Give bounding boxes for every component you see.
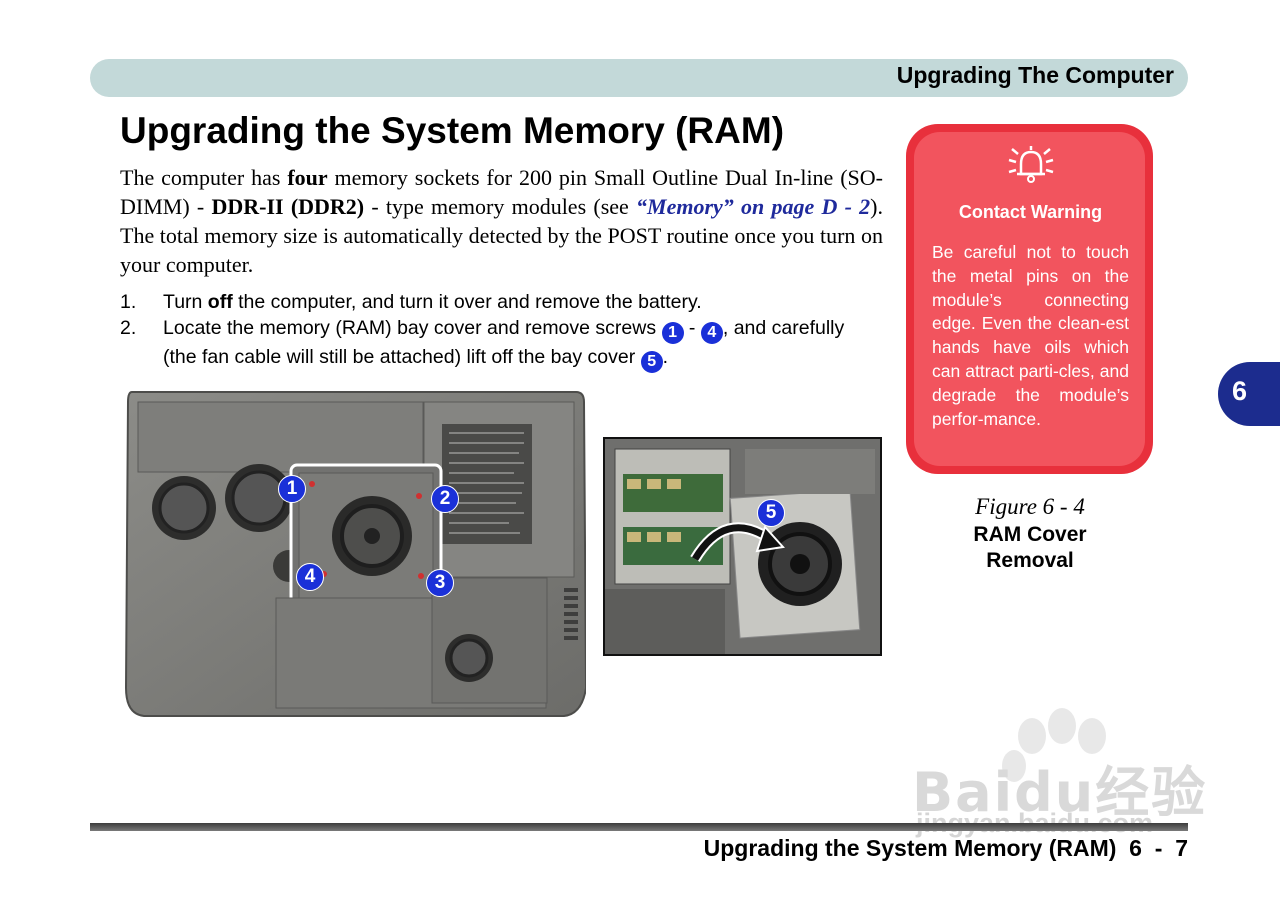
step-1: 1. Turn off the computer, and turn it ov…: [120, 291, 702, 313]
screw-badge-4: 4: [700, 322, 723, 344]
figure-badge-2: 2: [431, 485, 459, 513]
watermark-text: Baidu经验: [912, 761, 1208, 824]
warning-title: Contact Warning: [958, 202, 1103, 222]
footer-rule: [90, 823, 1188, 831]
screw-badge-1: 1: [661, 322, 684, 344]
figure-badge-1: 1: [278, 475, 306, 503]
step-list: 1. Turn off the computer, and turn it ov…: [120, 289, 880, 373]
figure-title: RAM Cover Removal: [973, 523, 1087, 572]
figure-number: Figure 6 - 4: [975, 494, 1085, 519]
laptop-underside-illustration: [124, 391, 588, 717]
chapter-tab: 6: [1218, 362, 1280, 426]
laptop-underside-photo: 1 2 3 4: [124, 388, 588, 718]
running-header-title: Upgrading The Computer: [896, 62, 1174, 88]
figure-caption: Figure 6 - 4 RAM Cover Removal: [940, 494, 1120, 574]
bay-cover-illustration: [605, 439, 880, 654]
chapter-number: 6: [1231, 376, 1248, 406]
memory-reference-link[interactable]: “Memory” on page D - 2: [636, 194, 871, 219]
baidu-paw-watermark-icon: [1002, 708, 1106, 782]
page-title: Upgrading the System Memory (RAM): [120, 110, 785, 151]
figure-badge-4: 4: [296, 563, 324, 591]
step-2: 2. Locate the memory (RAM) bay cover and…: [120, 315, 880, 373]
footer-text: Upgrading the System Memory (RAM) 6 - 7: [703, 835, 1188, 861]
running-header: Upgrading The Computer: [90, 59, 1188, 97]
warning-text: Be careful not to touch the metal pins o…: [932, 242, 1129, 429]
figure-badge-3: 3: [426, 569, 454, 597]
alarm-bell-icon: [1008, 146, 1053, 183]
figure-badge-5: 5: [757, 499, 785, 527]
intro-paragraph: The computer has four memory sockets for…: [120, 165, 883, 277]
cover-badge-5: 5: [640, 351, 663, 373]
contact-warning-box: Contact Warning Be careful not to touch …: [906, 124, 1153, 474]
bay-cover-removal-photo: 5: [603, 437, 882, 656]
